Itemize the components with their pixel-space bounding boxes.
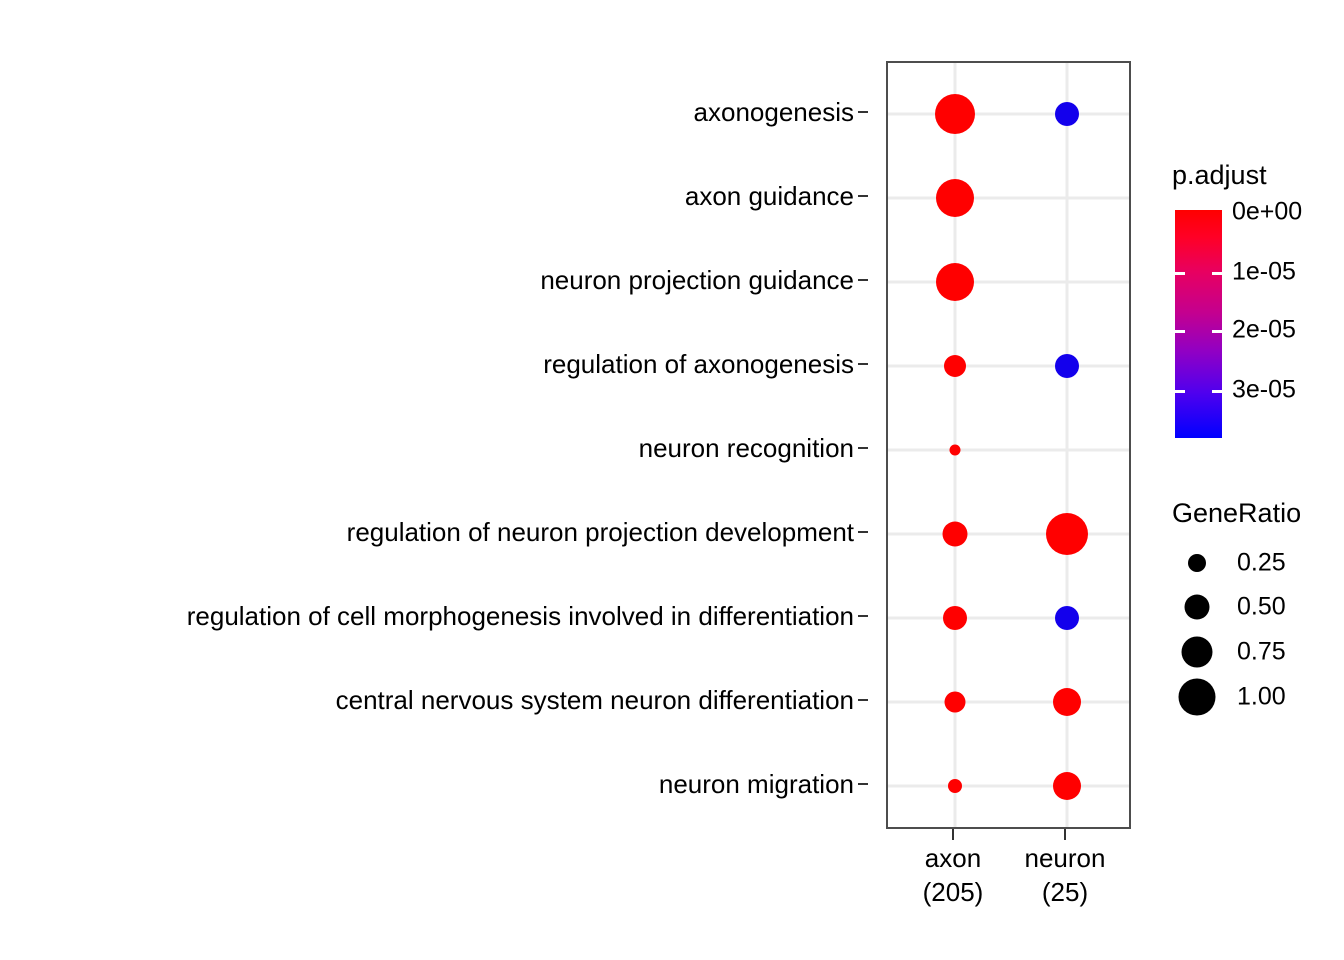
legend-padjust-title: p.adjust bbox=[1172, 160, 1267, 190]
x-axis-label-neuron-count: (25) bbox=[1041, 877, 1089, 907]
legend-size-label-100: 1.00 bbox=[1237, 682, 1286, 711]
legend-generatio-title: GeneRatio bbox=[1172, 498, 1302, 528]
data-point-neuron-projection-guidance-axon[interactable] bbox=[936, 263, 974, 301]
gridline-h-8 bbox=[888, 784, 1129, 788]
colorbar-gradient bbox=[1175, 210, 1222, 438]
x-axis-ticks bbox=[886, 829, 1131, 841]
y-axis-tick-4 bbox=[858, 447, 868, 449]
gridline-h-2 bbox=[888, 280, 1129, 284]
legend-generatio: GeneRatio bbox=[1172, 500, 1344, 527]
legend-size-label-050: 0.50 bbox=[1237, 592, 1286, 621]
data-point-axon-guidance-axon[interactable] bbox=[936, 179, 974, 217]
data-point-regulation-of-cell-morphogenesis-neuron[interactable] bbox=[1055, 606, 1079, 630]
colorbar-tick-right-2 bbox=[1212, 330, 1222, 333]
colorbar-label-2: 2e-05 bbox=[1232, 315, 1296, 344]
gridline-h-6 bbox=[888, 616, 1129, 620]
data-point-axonogenesis-axon[interactable] bbox=[935, 94, 975, 134]
y-axis-tick-7 bbox=[858, 699, 868, 701]
y-axis-tick-6 bbox=[858, 615, 868, 617]
data-point-cns-neuron-differentiation-axon[interactable] bbox=[944, 691, 966, 713]
colorbar-label-1: 1e-05 bbox=[1232, 257, 1296, 286]
data-point-neuron-recognition-axon[interactable] bbox=[949, 444, 961, 456]
y-axis-label-axonogenesis: axonogenesis bbox=[693, 97, 854, 127]
legend-size-dot-100 bbox=[1178, 678, 1216, 716]
y-axis-tick-3 bbox=[858, 363, 868, 365]
data-point-regulation-of-axonogenesis-neuron[interactable] bbox=[1055, 354, 1079, 378]
data-point-regulation-of-cell-morphogenesis-axon[interactable] bbox=[943, 606, 967, 630]
gridline-h-7 bbox=[888, 700, 1129, 704]
gridline-h-5 bbox=[888, 532, 1129, 536]
y-axis-label-neuron-projection-guidance: neuron projection guidance bbox=[540, 265, 854, 295]
x-axis-tick-neuron bbox=[1064, 829, 1066, 840]
y-axis-tick-0 bbox=[858, 111, 868, 113]
gridline-v-neuron bbox=[1065, 63, 1069, 827]
y-axis-label-neuron-migration: neuron migration bbox=[658, 769, 854, 799]
data-point-neuron-migration-axon[interactable] bbox=[948, 779, 962, 793]
gridline-h-3 bbox=[888, 364, 1129, 368]
legend-generatio-items: 0.25 0.50 0.75 1.00 bbox=[1175, 540, 1344, 725]
data-point-neuron-migration-neuron[interactable] bbox=[1053, 772, 1081, 800]
gridline-h-0 bbox=[888, 112, 1129, 116]
legend-size-label-075: 0.75 bbox=[1237, 637, 1286, 666]
y-axis-tick-8 bbox=[858, 783, 868, 785]
colorbar-tick-left-1 bbox=[1175, 272, 1185, 275]
plot-panel bbox=[886, 61, 1131, 829]
data-point-axonogenesis-neuron[interactable] bbox=[1055, 102, 1079, 126]
gridline-h-1 bbox=[888, 196, 1129, 200]
gridline-h-4 bbox=[888, 448, 1129, 452]
colorbar-label-3: 3e-05 bbox=[1232, 375, 1296, 404]
x-axis-label-neuron-name: neuron bbox=[1024, 843, 1106, 873]
y-axis-label-regulation-of-axonogenesis: regulation of axonogenesis bbox=[543, 349, 854, 379]
colorbar-label-0: 0e+00 bbox=[1232, 197, 1303, 226]
x-axis-label-neuron: neuron (25) bbox=[1025, 841, 1106, 909]
x-axis-label-axon-count: (205) bbox=[922, 877, 984, 907]
y-axis-label-neuron-recognition: neuron recognition bbox=[638, 433, 854, 463]
y-axis-label-cns-neuron-differentiation: central nervous system neuron differenti… bbox=[335, 685, 854, 715]
colorbar-tick-left-3 bbox=[1175, 390, 1185, 393]
y-axis-label-regulation-of-neuron-projection-development: regulation of neuron projection developm… bbox=[346, 517, 854, 547]
y-axis-label-regulation-of-cell-morphogenesis: regulation of cell morphogenesis involve… bbox=[186, 601, 854, 631]
data-point-cns-neuron-differentiation-neuron[interactable] bbox=[1053, 688, 1081, 716]
data-point-regulation-of-axonogenesis-axon[interactable] bbox=[944, 355, 966, 377]
colorbar-tick-left-2 bbox=[1175, 330, 1185, 333]
x-axis-tick-axon bbox=[952, 829, 954, 840]
legend-size-dot-075 bbox=[1181, 636, 1213, 668]
colorbar-wrapper bbox=[1175, 210, 1222, 438]
legend-size-dot-025 bbox=[1188, 554, 1206, 572]
y-axis-tick-2 bbox=[858, 279, 868, 281]
x-axis-label-axon-name: axon bbox=[924, 843, 982, 873]
y-axis-tick-1 bbox=[858, 195, 868, 197]
data-point-regulation-of-neuron-projection-development-axon[interactable] bbox=[942, 521, 968, 547]
data-point-regulation-of-neuron-projection-development-neuron[interactable] bbox=[1046, 513, 1088, 555]
legend-size-label-025: 0.25 bbox=[1237, 548, 1286, 577]
x-axis-labels: axon (205) neuron (25) bbox=[886, 841, 1131, 931]
colorbar-tick-right-1 bbox=[1212, 272, 1222, 275]
x-axis-label-axon: axon (205) bbox=[923, 841, 984, 909]
colorbar-tick-right-3 bbox=[1212, 390, 1222, 393]
legend-padjust: p.adjust bbox=[1172, 162, 1344, 189]
y-axis-label-axon-guidance: axon guidance bbox=[684, 181, 854, 211]
legend-size-dot-050 bbox=[1184, 594, 1210, 620]
y-axis-labels: axonogenesis axon guidance neuron projec… bbox=[0, 61, 868, 829]
y-axis-tick-5 bbox=[858, 531, 868, 533]
